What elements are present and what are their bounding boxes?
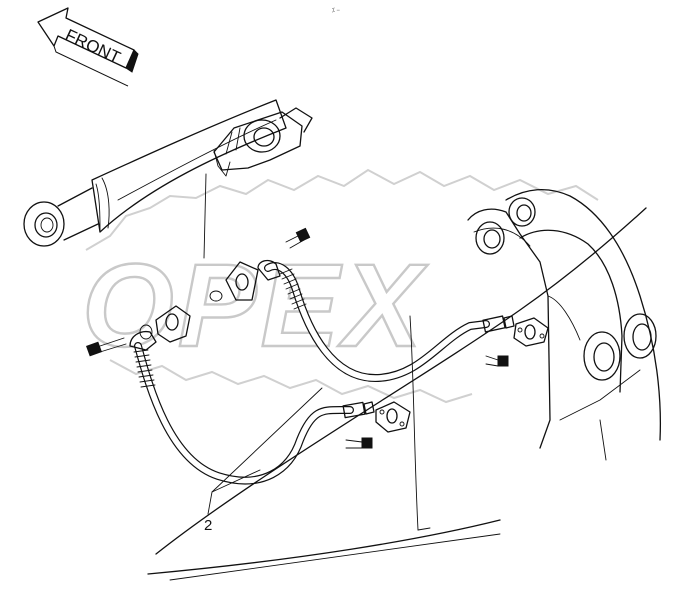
flange-upper-left (209, 227, 311, 302)
header-mark: ⁒ − (332, 8, 340, 14)
flange-lower-right (345, 401, 411, 449)
flange-upper-right (485, 317, 549, 367)
callout-number: 2 (204, 517, 212, 534)
hydraulic-cylinder (23, 99, 313, 259)
callout-2: 2 (204, 387, 323, 534)
flange-lower-left (86, 305, 191, 357)
boom-structure (147, 188, 661, 581)
hose-lower (129, 330, 375, 485)
front-direction-arrow: FRONT (37, 7, 139, 87)
